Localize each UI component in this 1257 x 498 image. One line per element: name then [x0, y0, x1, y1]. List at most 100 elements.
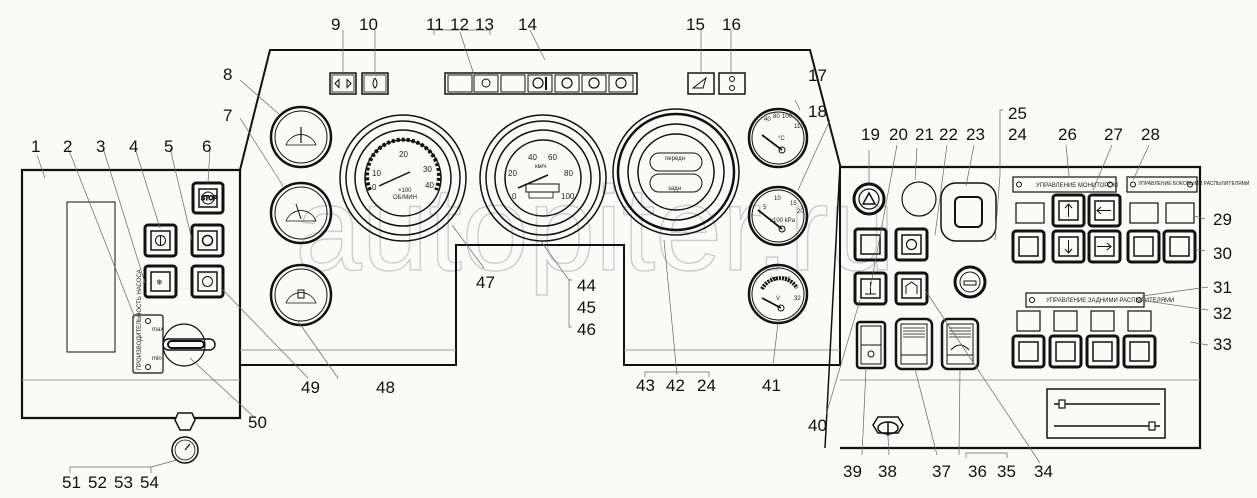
- svg-text:°C: °C: [778, 136, 785, 142]
- rear-indicator-1: [1016, 310, 1041, 332]
- callout-9: 9: [331, 15, 340, 34]
- callout-24-upper: 24: [1008, 125, 1027, 144]
- rear-spreader-button-2[interactable]: [1048, 334, 1083, 369]
- callout-36: 36: [968, 462, 987, 481]
- button-20[interactable]: [853, 227, 888, 262]
- callout-35: 35: [997, 462, 1016, 481]
- blank-socket-21: [901, 181, 937, 217]
- pump-output-knob[interactable]: [162, 323, 216, 367]
- screw-icon: [1136, 297, 1142, 303]
- lamp-steering: [473, 74, 499, 93]
- callout-30: 30: [1213, 244, 1232, 263]
- callout-51: 51: [62, 473, 81, 492]
- rear-spreader-button-4[interactable]: [1122, 334, 1157, 369]
- button-34[interactable]: [894, 271, 929, 306]
- svg-text:ОБ/МИН: ОБ/МИН: [393, 195, 417, 201]
- rear-indicator-4: [1127, 310, 1152, 332]
- svg-text:80: 80: [773, 114, 780, 120]
- button-stop[interactable]: STOP: [191, 181, 225, 215]
- button-40[interactable]: [853, 271, 888, 306]
- callout-25: 25: [1008, 104, 1027, 123]
- svg-text:40: 40: [764, 117, 771, 123]
- slider-box: [1046, 388, 1166, 439]
- svg-text:км/ч: км/ч: [535, 164, 547, 170]
- rocker-switch-39[interactable]: [855, 320, 887, 370]
- lamp-blank-2: [500, 74, 526, 93]
- rear-spreader-button-1[interactable]: [1011, 334, 1046, 369]
- svg-text:24: 24: [770, 277, 777, 283]
- lamp-brake-1: [554, 74, 580, 93]
- rotary-switch-38[interactable]: [872, 416, 904, 436]
- callout-37: 37: [932, 462, 951, 481]
- joystick-23[interactable]: [940, 182, 997, 242]
- callout-42: 42: [666, 376, 685, 395]
- screw-icon: [1029, 297, 1035, 303]
- button-3[interactable]: ❄: [143, 264, 178, 299]
- callout-17: 17: [808, 66, 827, 85]
- svg-text:20: 20: [508, 169, 517, 178]
- svg-text:УПРАВЛЕНИЕ МОНИТОРОМ: УПРАВЛЕНИЕ МОНИТОРОМ: [1036, 183, 1118, 189]
- lamp-seat-belt: [527, 74, 553, 93]
- monitor-button-30a[interactable]: [1011, 229, 1046, 264]
- callout-3: 3: [96, 137, 105, 156]
- monitor-left-button[interactable]: [1087, 193, 1122, 228]
- callout-21: 21: [915, 125, 934, 144]
- callout-34: 34: [1034, 462, 1053, 481]
- lamp-brake-2: [581, 74, 607, 93]
- svg-text:❄: ❄: [156, 278, 163, 287]
- svg-text:10: 10: [774, 196, 781, 202]
- monitor-up-button[interactable]: [1051, 193, 1086, 228]
- callout-5: 5: [164, 137, 173, 156]
- svg-text:80: 80: [564, 169, 573, 178]
- leader-lines: [36, 29, 1209, 473]
- lamp-blank-1: [447, 74, 473, 93]
- right-left-controls: [852, 181, 997, 436]
- callout-26: 26: [1058, 125, 1077, 144]
- button-22[interactable]: [894, 227, 929, 262]
- callout-11: 11: [426, 15, 444, 34]
- monitor-control: УПРАВЛЕНИЕ МОНИТОРОМ: [1011, 176, 1122, 264]
- button-4[interactable]: [143, 223, 178, 258]
- top-indicators: [329, 72, 389, 95]
- left-buttons: STOP ❄: [143, 181, 225, 299]
- upper-slider-thumb[interactable]: [1058, 399, 1066, 409]
- svg-text:30: 30: [423, 165, 432, 174]
- callout-49: 49: [301, 378, 320, 397]
- side-spreader-left-button[interactable]: [1126, 229, 1161, 264]
- oil-indicator: [361, 72, 389, 95]
- oil-pressure-gauge: 5 10 15 20 x100 kPa: [747, 185, 809, 247]
- monitor-right-button[interactable]: [1087, 229, 1122, 264]
- callout-53: 53: [114, 473, 133, 492]
- callout-47: 47: [476, 273, 495, 292]
- svg-text:28: 28: [784, 277, 791, 283]
- lower-slider-thumb[interactable]: [1148, 421, 1156, 431]
- callout-2: 2: [63, 137, 72, 156]
- watermark: autopiter.ru: [295, 162, 895, 296]
- callout-32: 32: [1213, 304, 1232, 323]
- svg-text:0: 0: [512, 192, 517, 201]
- callout-7: 7: [223, 106, 232, 125]
- turn-signal-indicator: [329, 72, 357, 95]
- callout-46: 46: [577, 320, 596, 339]
- side-spreader-right-button[interactable]: [1162, 229, 1197, 264]
- pump-output-control: ПРОИЗВОДИТЕЛЬНОСТЬ НАСОСА max min: [132, 269, 216, 374]
- rear-spreader-button-3[interactable]: [1085, 334, 1120, 369]
- blank-indicator: [1015, 202, 1045, 224]
- callout-48: 48: [376, 378, 395, 397]
- rear-spreaders-control: УПРАВЛЕНИЕ ЗАДНИМИ РАСПЫЛИТЕЛЯМИ: [1011, 292, 1174, 369]
- callout-45: 45: [577, 298, 596, 317]
- svg-text:передн: передн: [665, 156, 685, 162]
- side-indicator-right: [1165, 202, 1195, 224]
- rocker-switch-heater[interactable]: [894, 317, 934, 371]
- svg-text:60: 60: [548, 153, 557, 162]
- small-pressure-gauge: [171, 412, 199, 464]
- svg-text:100: 100: [782, 114, 793, 120]
- rear-spreaders-placard: [1025, 292, 1145, 308]
- cigarette-lighter[interactable]: [953, 265, 987, 299]
- button-49[interactable]: [190, 264, 225, 299]
- hazard-button[interactable]: [852, 182, 886, 216]
- button-5[interactable]: [190, 223, 225, 258]
- monitor-down-button[interactable]: [1051, 229, 1086, 264]
- callout-39: 39: [843, 462, 862, 481]
- callout-33: 33: [1213, 335, 1232, 354]
